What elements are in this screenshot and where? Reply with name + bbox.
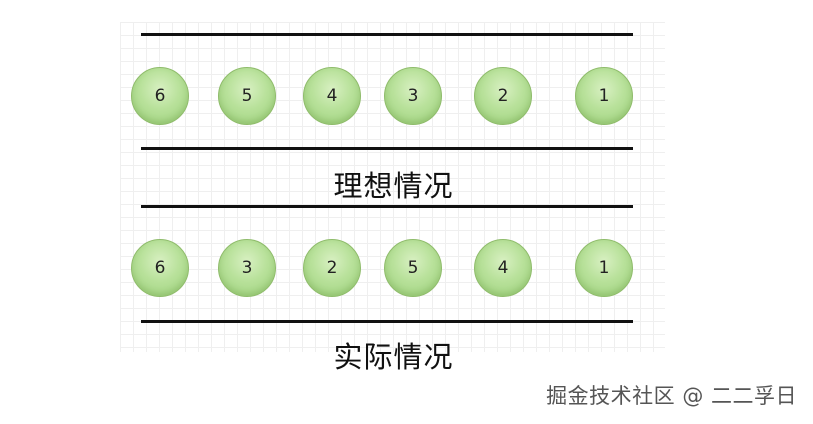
ideal-ball-3: 4 <box>303 67 361 125</box>
actual-ball-6: 1 <box>575 239 633 297</box>
actual-ball-3: 2 <box>303 239 361 297</box>
actual-caption: 实际情况 <box>333 340 454 374</box>
ideal-lane: 6 5 4 3 2 1 <box>0 67 813 129</box>
ideal-ball-2: 5 <box>218 67 276 125</box>
actual-lane: 6 3 2 5 4 1 <box>0 239 813 301</box>
ideal-top-rule <box>141 33 633 36</box>
actual-ball-1: 6 <box>131 239 189 297</box>
ideal-bottom-rule <box>141 147 633 150</box>
ideal-ball-6: 1 <box>575 67 633 125</box>
actual-ball-4: 5 <box>384 239 442 297</box>
watermark-text: 掘金技术社区 @ 二二孚日 <box>546 384 797 408</box>
actual-ball-2: 3 <box>218 239 276 297</box>
ideal-ball-4: 3 <box>384 67 442 125</box>
actual-bottom-rule <box>141 320 633 323</box>
ideal-ball-1: 6 <box>131 67 189 125</box>
ideal-ball-5: 2 <box>474 67 532 125</box>
actual-top-rule <box>141 205 633 208</box>
ideal-caption: 理想情况 <box>333 169 454 203</box>
actual-ball-5: 4 <box>474 239 532 297</box>
